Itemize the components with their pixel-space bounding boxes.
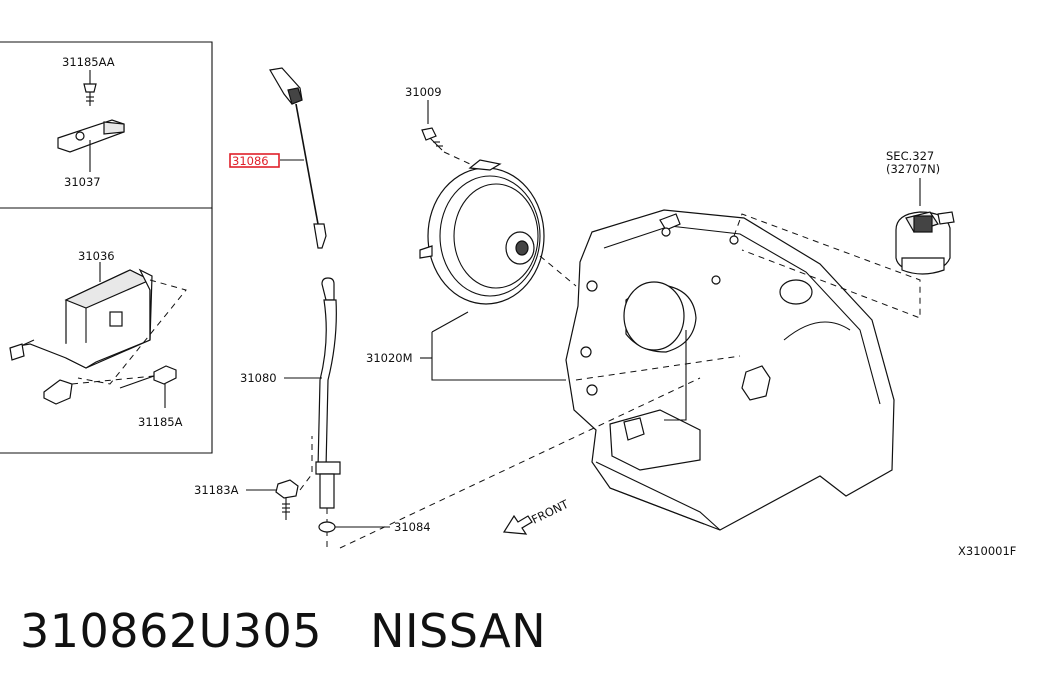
figure-code: X310001F	[958, 544, 1016, 558]
inset-frames	[0, 41, 213, 454]
part-31086-dipstick[interactable]	[269, 67, 327, 249]
front-arrow-icon	[502, 514, 533, 535]
part-31036-control-unit[interactable]	[9, 262, 187, 408]
part-31183A-bolt[interactable]	[246, 436, 313, 520]
label-31086-highlighted: 31086	[232, 154, 269, 168]
label-31084: 31084	[394, 520, 431, 534]
part-31009-bolt[interactable]	[421, 100, 471, 165]
part-number: 310862U305	[20, 604, 323, 658]
part-31084-o-ring[interactable]	[318, 521, 390, 533]
brand-name: NISSAN	[370, 604, 547, 658]
part-31080-charging-pipe[interactable]	[284, 277, 341, 550]
part-sec327-sensor[interactable]	[895, 178, 955, 275]
label-31185A: 31185A	[138, 415, 183, 429]
label-31009: 31009	[405, 85, 442, 99]
label-31020M: 31020M	[366, 351, 413, 365]
label-31183A: 31183A	[194, 483, 239, 497]
label-31080: 31080	[240, 371, 277, 385]
label-31037: 31037	[64, 175, 101, 189]
part-labels: 31185AA 31037 31036 31185A 31086 31080 3…	[62, 55, 1016, 558]
part-31037-bracket[interactable]	[57, 70, 125, 172]
label-32707N: (32707N)	[886, 162, 940, 176]
part-31020M-torque-converter[interactable]	[419, 159, 577, 381]
label-31036: 31036	[78, 249, 115, 263]
transmission-case	[339, 209, 921, 549]
label-front: FRONT	[529, 496, 571, 526]
label-sec327: SEC.327	[886, 149, 934, 163]
label-31185AA: 31185AA	[62, 55, 115, 69]
parts-diagram: 31185AA 31037 31036 31185A 31086 31080 3…	[0, 41, 1016, 558]
part-caption: 310862U305 NISSAN	[20, 596, 546, 666]
highlight-box-31086	[229, 153, 280, 168]
